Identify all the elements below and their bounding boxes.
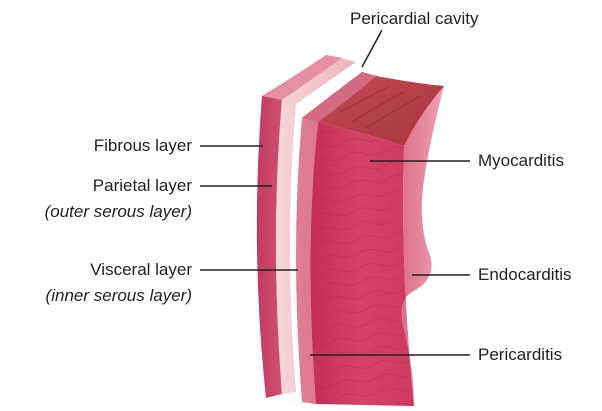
label-myocarditis: Myocarditis — [478, 151, 564, 171]
myocardium-front-face — [310, 122, 414, 406]
label-visceral-sub: (inner serous layer) — [46, 286, 192, 306]
label-endocarditis: Endocarditis — [478, 265, 572, 285]
label-parietal-layer: Parietal layer — [93, 176, 192, 196]
leader-pericardial-cavity — [362, 30, 382, 67]
label-visceral-layer: Visceral layer — [90, 260, 192, 280]
label-parietal-sub: (outer serous layer) — [45, 202, 192, 222]
label-fibrous-layer: Fibrous layer — [94, 136, 192, 156]
label-pericarditis: Pericarditis — [478, 345, 562, 365]
label-pericardial-cavity: Pericardial cavity — [350, 9, 479, 29]
